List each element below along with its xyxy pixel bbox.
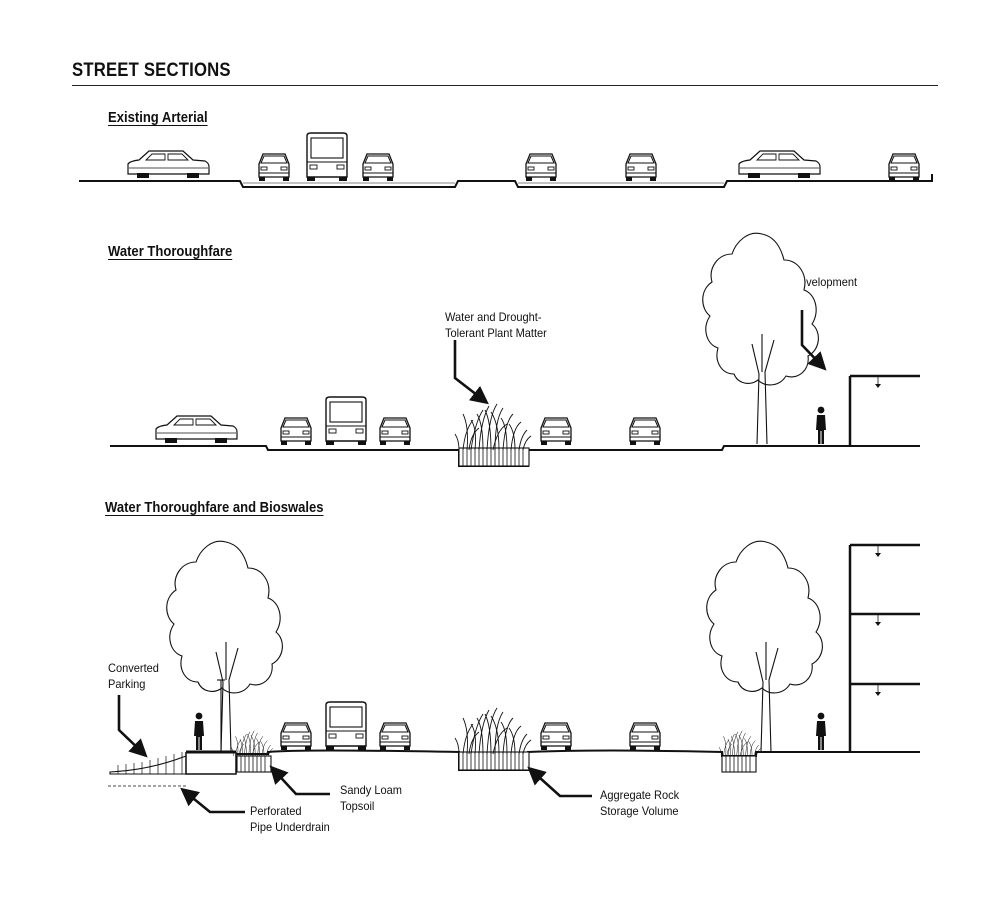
bioswales-section bbox=[108, 540, 920, 787]
callout-line: Tolerant Plant Matter bbox=[445, 326, 547, 340]
parked-car-icon bbox=[738, 150, 821, 179]
arrow-plant-matter bbox=[453, 340, 489, 405]
car-icon bbox=[540, 417, 572, 446]
car-icon bbox=[540, 722, 572, 751]
callout-sandy-loam: Sandy Loam Topsoil bbox=[340, 782, 402, 814]
callout-line: Sandy Loam bbox=[340, 783, 402, 797]
street-lamp-icon bbox=[217, 679, 225, 752]
section-title-water-thoroughfare: Water Thoroughfare bbox=[108, 244, 233, 260]
pedestrian-icon bbox=[194, 712, 204, 750]
car-icon bbox=[280, 417, 312, 446]
rock-storage-icon bbox=[458, 751, 530, 771]
callout-line: Aggregate Rock bbox=[600, 788, 680, 802]
car-icon bbox=[629, 722, 661, 751]
car-icon bbox=[280, 722, 312, 751]
plant-matter-icon bbox=[454, 403, 532, 451]
parked-car-icon bbox=[127, 150, 210, 179]
car-icon bbox=[258, 153, 290, 182]
rock-storage-icon bbox=[458, 447, 530, 467]
car-icon bbox=[525, 153, 557, 182]
arrow-development-site bbox=[800, 310, 827, 371]
section-title-water-thoroughfare-bioswales: Water Thoroughfare and Bioswales bbox=[105, 500, 324, 516]
arrow-perforated-pipe bbox=[180, 787, 245, 814]
callout-line: Topsoil bbox=[340, 799, 375, 813]
plant-matter-icon bbox=[718, 730, 762, 757]
callout-arrows bbox=[117, 310, 827, 814]
car-icon bbox=[888, 153, 920, 182]
bus-icon bbox=[325, 396, 367, 446]
tree-icon bbox=[166, 540, 283, 753]
callout-aggregate-rock: Aggregate Rock Storage Volume bbox=[600, 787, 679, 819]
existing-arterial-section bbox=[79, 132, 933, 188]
arrow-converted-parking bbox=[117, 695, 148, 758]
page-title: STREET SECTIONS bbox=[72, 60, 231, 81]
tree-icon bbox=[706, 540, 823, 753]
callout-line: Storage Volume bbox=[600, 804, 679, 818]
callout-line: Converted bbox=[108, 661, 159, 675]
callout-line: Perforated bbox=[250, 804, 302, 818]
callout-line: Parking bbox=[108, 677, 146, 691]
permeable-paving-icon bbox=[109, 755, 187, 775]
callout-line: Pipe Underdrain bbox=[250, 820, 330, 834]
car-icon bbox=[625, 153, 657, 182]
plant-matter-icon bbox=[454, 707, 532, 755]
plant-matter-icon bbox=[230, 730, 274, 757]
title-divider bbox=[72, 85, 938, 86]
bus-icon bbox=[325, 701, 367, 751]
pedestrian-icon bbox=[816, 406, 826, 444]
arrow-sandy-loam bbox=[269, 765, 330, 796]
car-icon bbox=[379, 417, 411, 446]
car-icon bbox=[629, 417, 661, 446]
callout-line: Development bbox=[792, 275, 858, 289]
building-icon bbox=[848, 543, 920, 752]
water-thoroughfare-section bbox=[110, 232, 920, 467]
rock-storage-icon bbox=[721, 755, 757, 773]
rock-storage-icon bbox=[236, 755, 272, 773]
callout-converted-parking: Converted Parking bbox=[108, 660, 159, 692]
arrow-aggregate-rock bbox=[527, 766, 592, 798]
bus-icon bbox=[306, 132, 348, 182]
pedestrian-icon bbox=[816, 712, 826, 750]
callout-line: Water and Drought- bbox=[445, 310, 542, 324]
callout-plant-matter: Water and Drought- Tolerant Plant Matter bbox=[445, 309, 547, 341]
car-icon bbox=[379, 722, 411, 751]
callout-perforated-pipe: Perforated Pipe Underdrain bbox=[250, 803, 330, 835]
building-icon bbox=[848, 374, 920, 446]
section-title-existing-arterial: Existing Arterial bbox=[108, 110, 208, 126]
parked-car-icon bbox=[155, 415, 238, 444]
car-icon bbox=[362, 153, 394, 182]
